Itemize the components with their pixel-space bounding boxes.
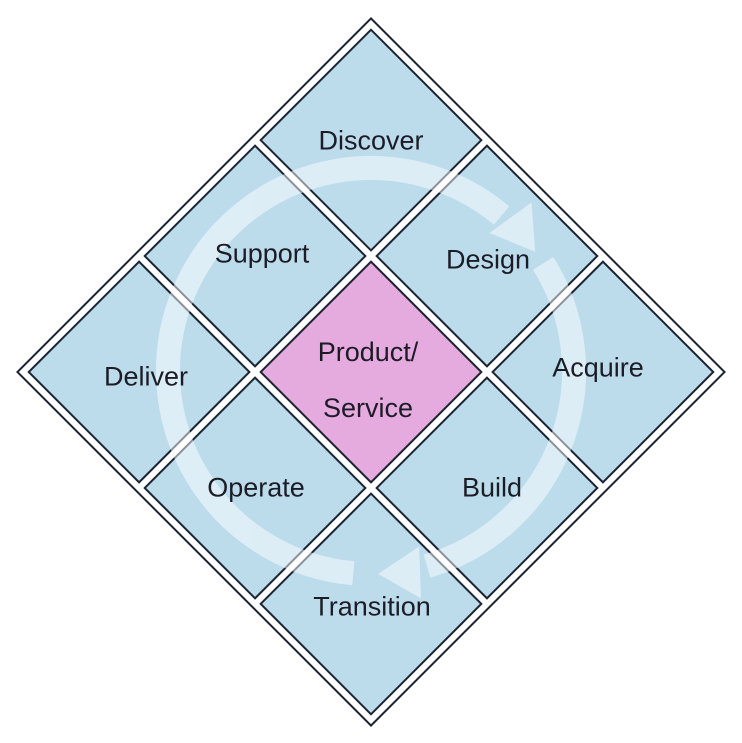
- diamond-grid: [27, 27, 715, 716]
